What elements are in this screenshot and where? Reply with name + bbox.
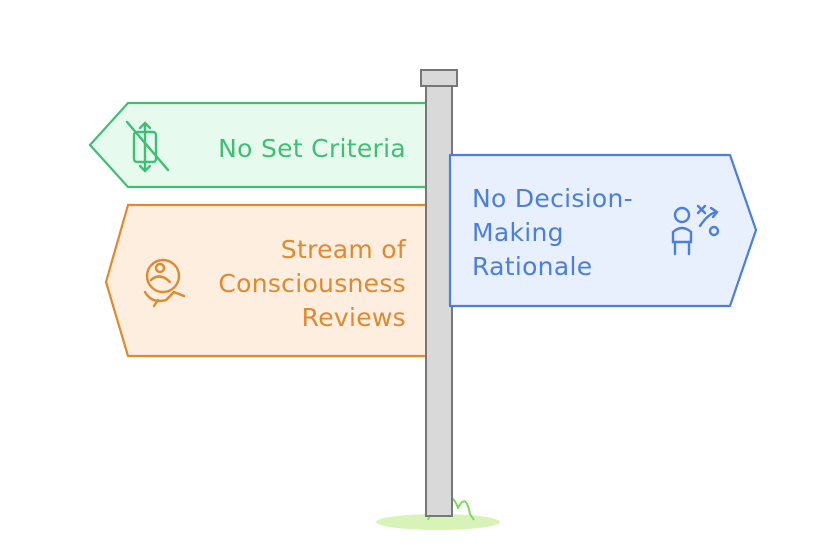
sign-label-rationale-line-3: Rationale bbox=[472, 252, 592, 281]
sign-no-decision-making-rationale: No Decision- Making Rationale bbox=[448, 153, 758, 308]
sign-label-stream-line-3: Reviews bbox=[302, 303, 406, 332]
sign-no-set-criteria: No Set Criteria bbox=[88, 101, 432, 189]
sign-label-rationale-line-1: No Decision- bbox=[472, 184, 633, 213]
sign-label-rationale-line-2: Making bbox=[472, 218, 564, 247]
ground-patch bbox=[376, 514, 500, 530]
sign-stream-of-consciousness: Stream of Consciousness Reviews bbox=[104, 203, 432, 358]
no-ruler-icon bbox=[125, 120, 170, 173]
sign-label-stream-line-1: Stream of bbox=[281, 235, 407, 264]
sign-label-stream-line-2: Consciousness bbox=[218, 269, 406, 298]
signpost-pole bbox=[420, 69, 458, 517]
sign-label-no-set-criteria: No Set Criteria bbox=[218, 134, 406, 163]
person-thought-icon bbox=[143, 258, 186, 308]
person-strategy-icon bbox=[671, 204, 720, 256]
